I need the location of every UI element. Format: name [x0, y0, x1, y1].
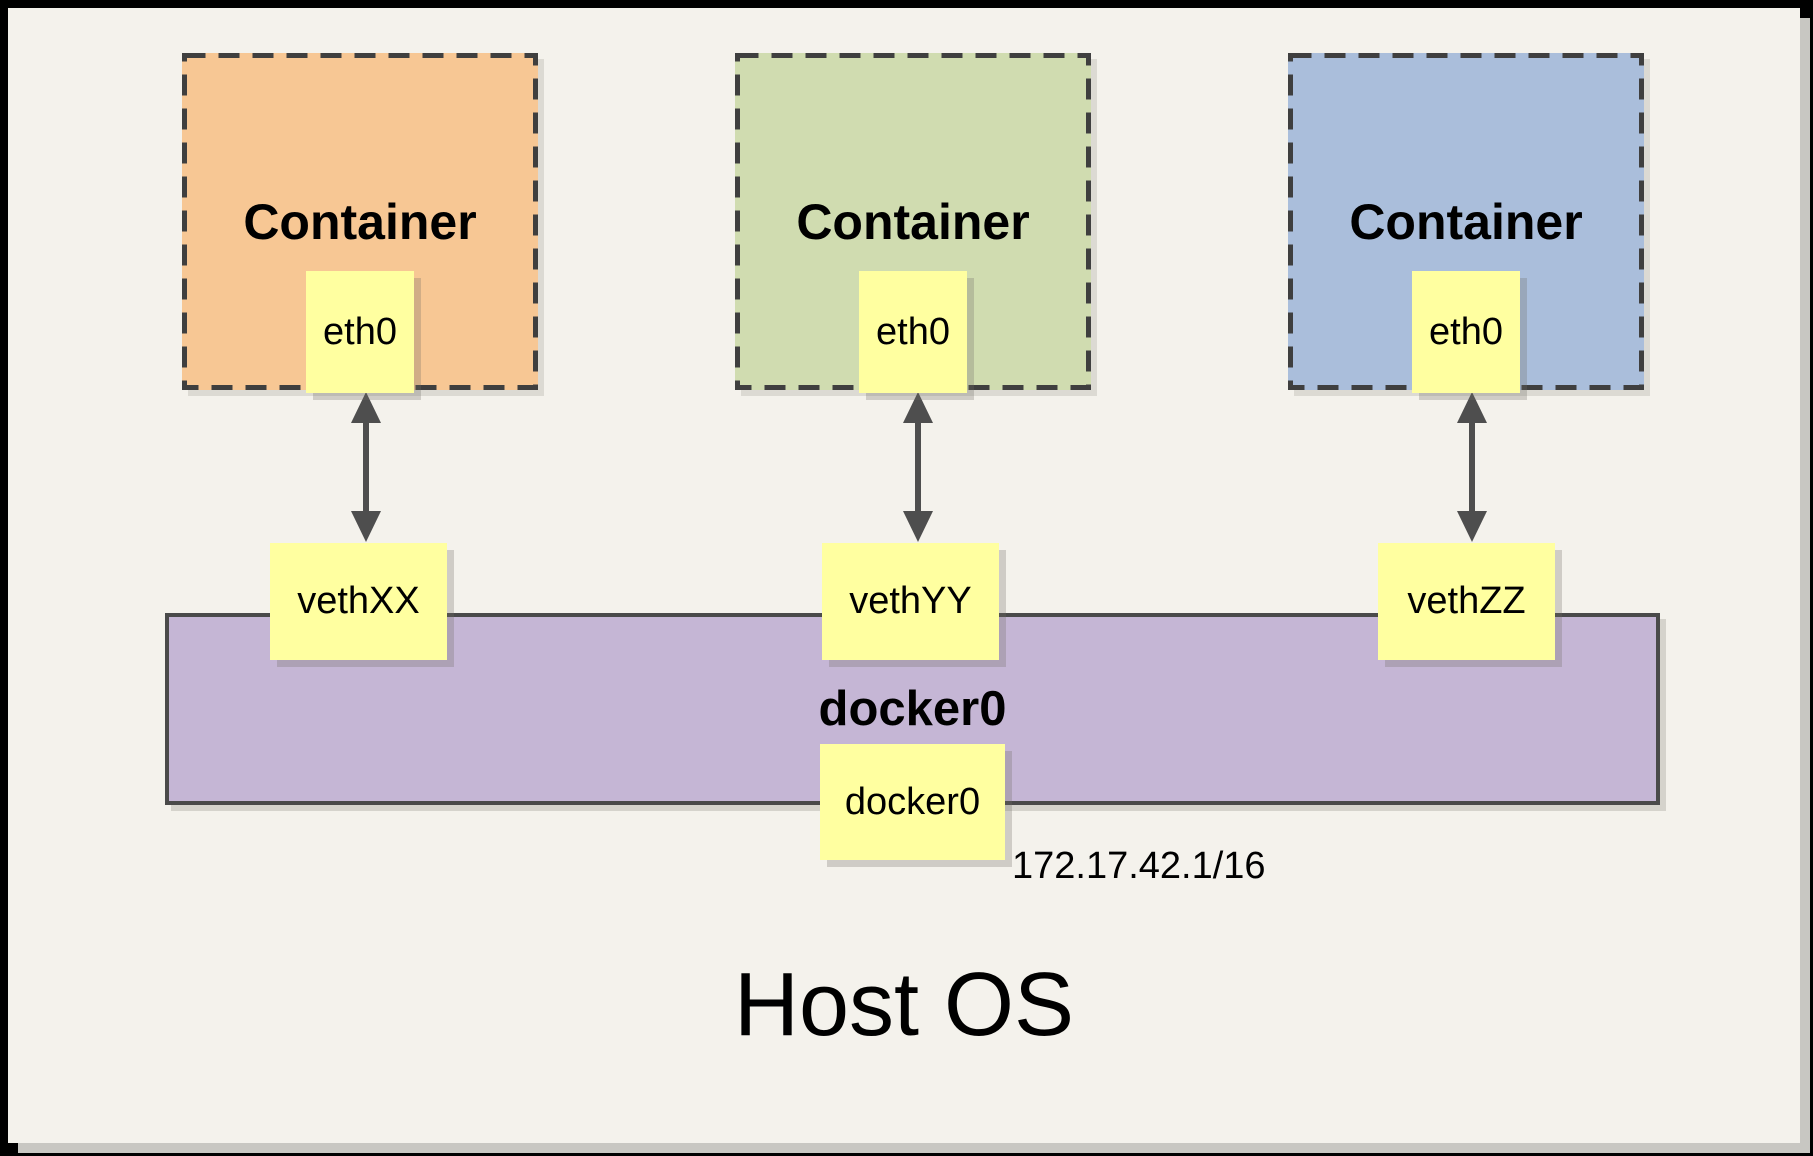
container-box-2: Container eth0 [735, 53, 1091, 393]
bridge-label: docker0 [818, 682, 1007, 736]
host-os-panel: Container eth0 Container eth0 Container … [8, 8, 1800, 1143]
vethxx-chip: vethXX [270, 543, 447, 660]
eth0-chip: eth0 [1412, 271, 1520, 393]
container-label: Container [243, 193, 477, 250]
bridge-ip-label: 172.17.42.1/16 [1012, 845, 1266, 887]
container-label: Container [1349, 193, 1583, 250]
docker0-interface-chip: docker0 [820, 744, 1005, 860]
host-os-label: Host OS [733, 955, 1075, 1055]
container-box-3: Container eth0 [1288, 53, 1644, 393]
veth-connection-arrow-2 [903, 392, 933, 542]
veth-connection-arrow-1 [351, 392, 381, 542]
eth0-chip: eth0 [859, 271, 967, 393]
container-box-1: Container eth0 [182, 53, 538, 393]
container-label: Container [796, 193, 1030, 250]
vethyy-chip: vethYY [822, 543, 999, 660]
vethzz-chip: vethZZ [1378, 543, 1555, 660]
eth0-chip: eth0 [306, 271, 414, 393]
veth-connection-arrow-3 [1457, 392, 1487, 542]
